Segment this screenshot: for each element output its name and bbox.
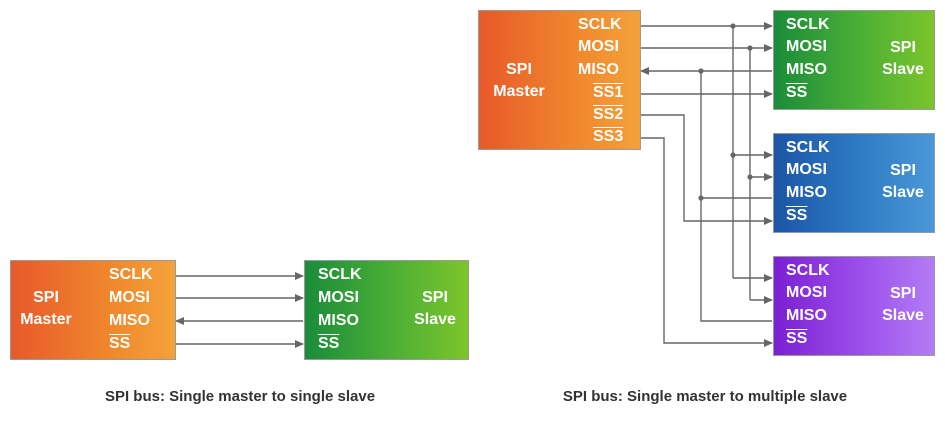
junction-mosi-green xyxy=(747,45,753,51)
single-master-pin-miso: MISO xyxy=(109,312,150,329)
slave-1-pin-ss: SS xyxy=(786,84,808,101)
single-master-title-1: SPI xyxy=(33,289,59,306)
single-master-title-2: Master xyxy=(20,311,72,328)
slave-3-pin-mosi: MOSI xyxy=(786,284,827,301)
slave-1-pin-sclk: SCLK xyxy=(786,16,830,33)
single-master-pin-sclk: SCLK xyxy=(109,266,153,283)
multi-master-pin-ss3: SS3 xyxy=(593,128,624,145)
multi-master-pin-ss1: SS1 xyxy=(593,84,624,101)
multi-caption: SPI bus: Single master to multiple slave xyxy=(562,388,848,405)
single-slave-pin-miso: MISO xyxy=(318,312,359,329)
multi-master-pin-ss2: SS2 xyxy=(593,106,624,123)
single-spi-master-box xyxy=(10,260,176,360)
slave-3-pin-sclk: SCLK xyxy=(786,262,830,279)
junction-mosi-blue xyxy=(747,174,753,180)
slave-3-title-2: Slave xyxy=(882,307,924,324)
single-master-pin-mosi: MOSI xyxy=(109,289,150,306)
wire-ss2 xyxy=(641,114,773,225)
slave-3-pin-ss: SS xyxy=(786,330,808,347)
single-caption: SPI bus: Single master to single slave xyxy=(104,388,376,405)
slave-1-title-1: SPI xyxy=(890,39,916,56)
slave-1-pin-mosi: MOSI xyxy=(786,38,827,55)
multi-master-pin-sclk: SCLK xyxy=(578,16,622,33)
slave-1-title-2: Slave xyxy=(882,61,924,78)
single-spi-slave-box xyxy=(304,260,469,360)
wire-ss3 xyxy=(641,137,773,347)
slave-2-pin-miso: MISO xyxy=(786,184,827,201)
junction-miso-blue xyxy=(698,195,704,201)
single-slave-pin-mosi: MOSI xyxy=(318,289,359,306)
multi-spi-master-box xyxy=(478,10,641,150)
slave-3-title-1: SPI xyxy=(890,285,916,302)
slave-3-pin-miso: MISO xyxy=(786,307,827,324)
multi-master-pin-mosi: MOSI xyxy=(578,38,619,55)
junction-sclk-blue xyxy=(730,152,736,158)
single-slave-pin-sclk: SCLK xyxy=(318,266,362,283)
wire-miso-bus xyxy=(700,71,772,322)
slave-2-pin-sclk: SCLK xyxy=(786,139,830,156)
slave-1-pin-miso: MISO xyxy=(786,61,827,78)
multi-spi-slave-1-box xyxy=(773,10,935,110)
junction-sclk-green xyxy=(730,23,736,29)
junction-miso-green xyxy=(698,68,704,74)
multi-spi-slave-2-box xyxy=(773,133,935,233)
single-master-pin-ss: SS xyxy=(109,335,131,352)
multi-spi-slave-3-box xyxy=(773,256,935,356)
slave-2-title-2: Slave xyxy=(882,184,924,201)
slave-2-title-1: SPI xyxy=(890,162,916,179)
single-slave-title-2: Slave xyxy=(414,311,456,328)
slave-2-pin-mosi: MOSI xyxy=(786,161,827,178)
slave-2-pin-ss: SS xyxy=(786,207,808,224)
multi-master-title-2: Master xyxy=(493,83,545,100)
single-slave-title-1: SPI xyxy=(422,289,448,306)
multi-master-pin-miso: MISO xyxy=(578,61,619,78)
multi-master-title-1: SPI xyxy=(506,61,532,78)
single-slave-pin-ss: SS xyxy=(318,335,340,352)
